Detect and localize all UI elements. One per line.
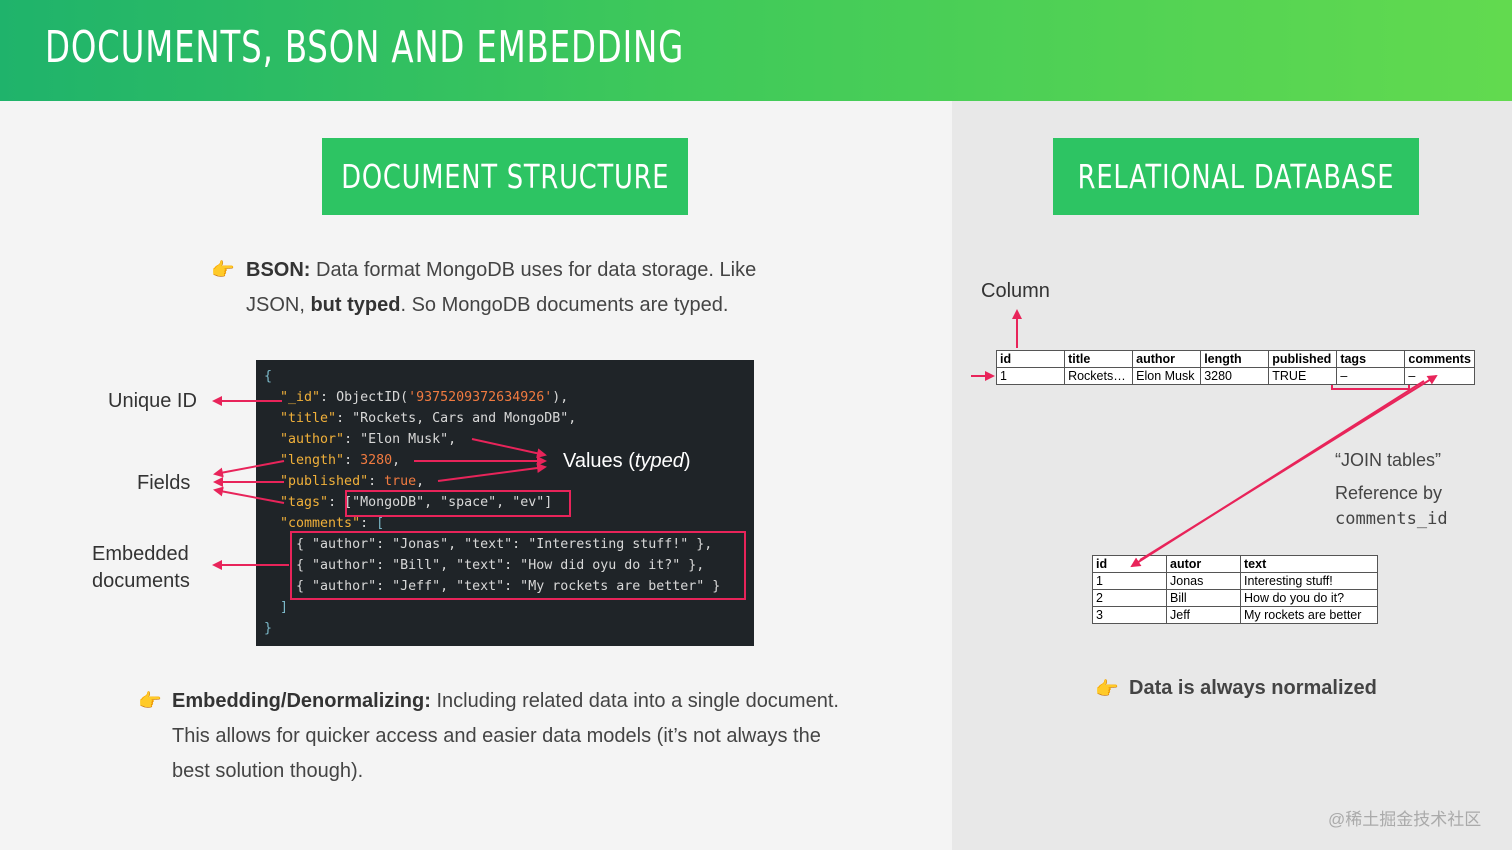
pointing-hand-icon: 👉 — [1095, 679, 1119, 700]
table-header-cell: text — [1240, 555, 1378, 573]
table-cell: Bill — [1166, 589, 1241, 607]
table-cell: 1 — [1092, 572, 1167, 590]
tags-highlight-box — [345, 490, 571, 517]
table-header-cell: id — [1092, 555, 1167, 573]
table-cell: Elon Musk — [1132, 367, 1202, 385]
unique-id-label: Unique ID — [108, 390, 197, 412]
table-header-row: id title author length published tags co… — [995, 350, 1475, 368]
table-header-cell: tags — [1336, 350, 1406, 368]
table-cell: 1 — [995, 367, 1066, 385]
reference-by-label: Reference by — [1335, 483, 1443, 503]
fields-label: Fields — [137, 472, 191, 494]
pointing-hand-icon: 👉 — [138, 691, 162, 712]
values-typed-label: Values (typed) — [563, 450, 691, 472]
table-header-cell: length — [1200, 350, 1270, 368]
table-header-row: id autor text — [1092, 555, 1378, 573]
comments-table: id autor text 1 Jonas Interesting stuff!… — [1092, 555, 1378, 624]
comments-highlight-box — [290, 531, 746, 600]
table-cell: Interesting stuff! — [1240, 572, 1378, 590]
relational-database-heading: Relational Database — [1053, 138, 1419, 215]
table-cell: My rockets are better — [1240, 606, 1378, 624]
table-cell: Jonas — [1166, 572, 1241, 590]
table-cell: How do you do it? — [1240, 589, 1378, 607]
table-cell: 3 — [1092, 606, 1167, 624]
page-title: Documents, BSON and Embedding — [45, 22, 685, 73]
watermark: @稀土掘金技术社区 — [1328, 810, 1482, 829]
table-header-cell: title — [1064, 350, 1134, 368]
table-cell: Jeff — [1166, 606, 1241, 624]
table-header-cell: comments — [1404, 350, 1475, 368]
join-tables-label: “JOIN tables” — [1335, 450, 1442, 470]
document-structure-heading: Document Structure — [322, 138, 688, 215]
main-table: id title author length published tags co… — [995, 350, 1475, 385]
table-row: 1 Rockets… Elon Musk 3280 TRUE – – — [995, 367, 1475, 385]
table-cell: Rockets… — [1064, 367, 1134, 385]
table-header-cell: id — [995, 350, 1066, 368]
header-bar: Documents, BSON and Embedding — [0, 0, 1512, 101]
bson-code-block: { "_id": ObjectID('9375209372634926'), "… — [256, 360, 754, 646]
table-cell: 3280 — [1200, 367, 1270, 385]
table-header-cell: author — [1132, 350, 1202, 368]
table-cell: 2 — [1092, 589, 1167, 607]
bson-bullet: BSON: Data format MongoDB uses for data … — [246, 259, 757, 316]
table-row: 3 Jeff My rockets are better — [1092, 606, 1378, 624]
comments-id-label: comments_id — [1335, 509, 1448, 529]
table-cell: TRUE — [1268, 367, 1338, 385]
table-row: 2 Bill How do you do it? — [1092, 589, 1378, 607]
column-label: Column — [981, 280, 1050, 302]
table-header-cell: autor — [1166, 555, 1241, 573]
table-cell: – — [1336, 367, 1406, 385]
table-header-cell: published — [1268, 350, 1338, 368]
table-row: 1 Jonas Interesting stuff! — [1092, 572, 1378, 590]
embedding-bullet: Embedding/Denormalizing: Including relat… — [172, 690, 839, 782]
table-cell: – — [1404, 367, 1475, 385]
normalized-label: Data is always normalized — [1129, 677, 1377, 699]
pointing-hand-icon: 👉 — [211, 260, 235, 281]
